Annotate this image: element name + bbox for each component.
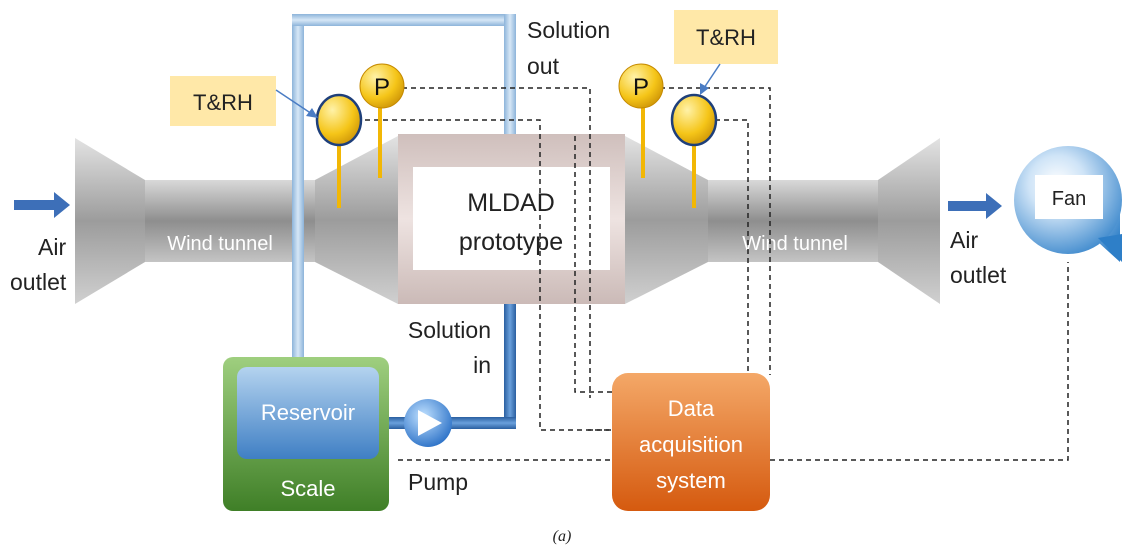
pressure-sensor-icon: [359, 63, 405, 109]
tunnel-duct-right: [708, 180, 878, 262]
th-tag-right-label: T&RH: [696, 25, 756, 50]
pump-label: Pump: [408, 469, 468, 495]
prototype-label-panel: [413, 167, 610, 270]
air-inlet-arrow: [14, 192, 70, 218]
tunnel-outlet-cone-right: [878, 138, 940, 304]
solution-in-label-line1: Solution: [408, 317, 491, 343]
right-arrow-icon: [948, 193, 1002, 219]
wind-tunnel-right: [625, 136, 940, 304]
scale-label: Scale: [280, 476, 335, 501]
air-outlet-left-label-line2: outlet: [10, 269, 67, 295]
reservoir: Reservoir: [237, 367, 379, 459]
tunnel-diffuser-left: [315, 136, 398, 304]
prototype-label-line1: MLDAD: [467, 189, 555, 217]
wind-tunnel-left-label: Wind tunnel: [167, 233, 273, 255]
data-acquisition-system: Data acquisition system: [612, 373, 770, 511]
signal-wires: [365, 87, 1069, 461]
pressure-sensor-right: P: [618, 63, 664, 178]
right-arrow-icon: [14, 192, 70, 218]
daq-label-line1: Data: [668, 396, 715, 421]
fan-label: Fan: [1052, 188, 1086, 210]
temperature-humidity-sensor-icon: [315, 93, 363, 147]
th-sensor-left: [315, 93, 363, 208]
pump: [404, 399, 452, 447]
solution-in-label-line2: in: [473, 352, 491, 378]
daq-label-line2: acquisition: [639, 432, 743, 457]
tunnel-duct-left: [145, 180, 315, 262]
reservoir-label: Reservoir: [261, 400, 355, 425]
pressure-sensor-left: P: [359, 63, 405, 178]
temperature-humidity-sensor-icon: [670, 93, 718, 147]
daq-label-line3: system: [656, 468, 726, 493]
pressure-sensor-right-label: P: [633, 74, 649, 101]
solution-out-label-line2: out: [527, 53, 560, 79]
th-tag-right: T&RH: [674, 10, 778, 95]
air-outlet-arrow: [948, 193, 1002, 219]
air-outlet-right-label-line2: outlet: [950, 262, 1007, 288]
wind-tunnel-left: [75, 136, 398, 304]
wind-tunnel-right-label: Wind tunnel: [742, 233, 848, 255]
solution-out-label-line1: Solution: [527, 17, 610, 43]
prototype-label-line2: prototype: [459, 228, 563, 256]
th-tag-left-label: T&RH: [193, 90, 253, 115]
tunnel-diffuser-right: [625, 136, 708, 304]
fan-label-box: [1035, 175, 1103, 219]
tunnel-inlet-cone-left: [75, 138, 145, 304]
mldad-prototype: MLDAD prototype: [398, 134, 625, 304]
air-outlet-left-label-line1: Air: [38, 234, 66, 260]
fan: Fan: [1014, 146, 1122, 262]
pressure-sensor-icon: [618, 63, 664, 109]
air-outlet-right-label-line1: Air: [950, 227, 978, 253]
figure-caption: (a): [553, 528, 572, 545]
solution-out-pipe: [292, 14, 516, 364]
pressure-sensor-left-label: P: [374, 74, 390, 101]
th-tag-left: T&RH: [170, 76, 318, 126]
th-sensor-right: [670, 93, 718, 208]
